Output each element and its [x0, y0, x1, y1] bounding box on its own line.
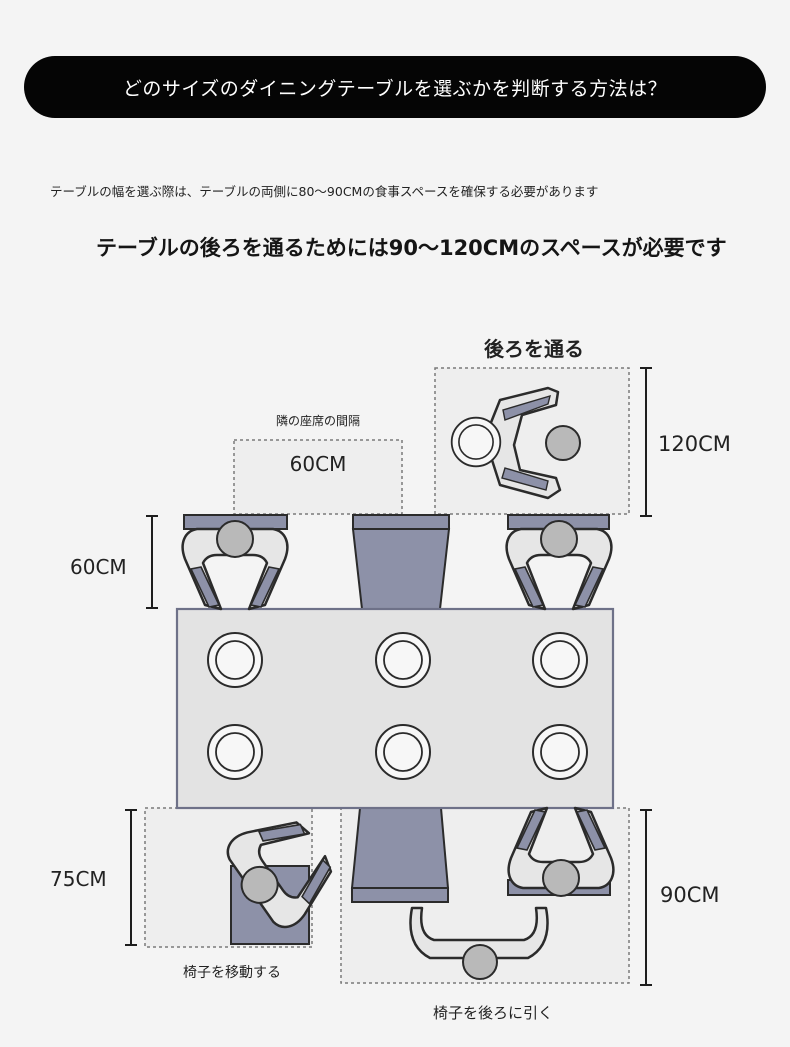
- person-top-right: [505, 519, 613, 611]
- dim-75-label: 75CM: [50, 867, 107, 891]
- adjacent-seat-zone: [233, 439, 403, 515]
- person-pulled-chair: [409, 906, 549, 980]
- title-banner: どのサイズのダイニングテーブルを選ぶかを判断する方法は？: [24, 56, 766, 118]
- dim-adjacent-60-label: 60CM: [290, 452, 347, 476]
- table-width-note: テーブルの幅を選ぶ際は、テーブルの両側に80〜90CMの食事スペースを確保する必…: [50, 184, 599, 199]
- chair-top-middle: [351, 514, 451, 610]
- chair-bottom-middle: [350, 807, 450, 903]
- dim-120-label: 120CM: [658, 432, 731, 456]
- dimension-lines: [125, 367, 652, 986]
- move-chair-label: 椅子を移動する: [183, 965, 281, 981]
- dim-left-60-label: 60CM: [70, 555, 127, 579]
- pull-chair-back-label: 椅子を後ろに引く: [433, 1004, 553, 1022]
- pass-behind-note: テーブルの後ろを通るためには90〜120CMのスペースが必要です: [96, 236, 727, 260]
- passing-person: [450, 386, 581, 500]
- page-title: どのサイズのダイニングテーブルを選ぶかを判断する方法は？: [122, 77, 668, 100]
- adjacent-seat-label: 隣の座席の間隔: [276, 413, 360, 428]
- pass-behind-label: 後ろを通る: [484, 337, 584, 361]
- dim-90-label: 90CM: [660, 883, 720, 907]
- person-top-left: [181, 519, 289, 611]
